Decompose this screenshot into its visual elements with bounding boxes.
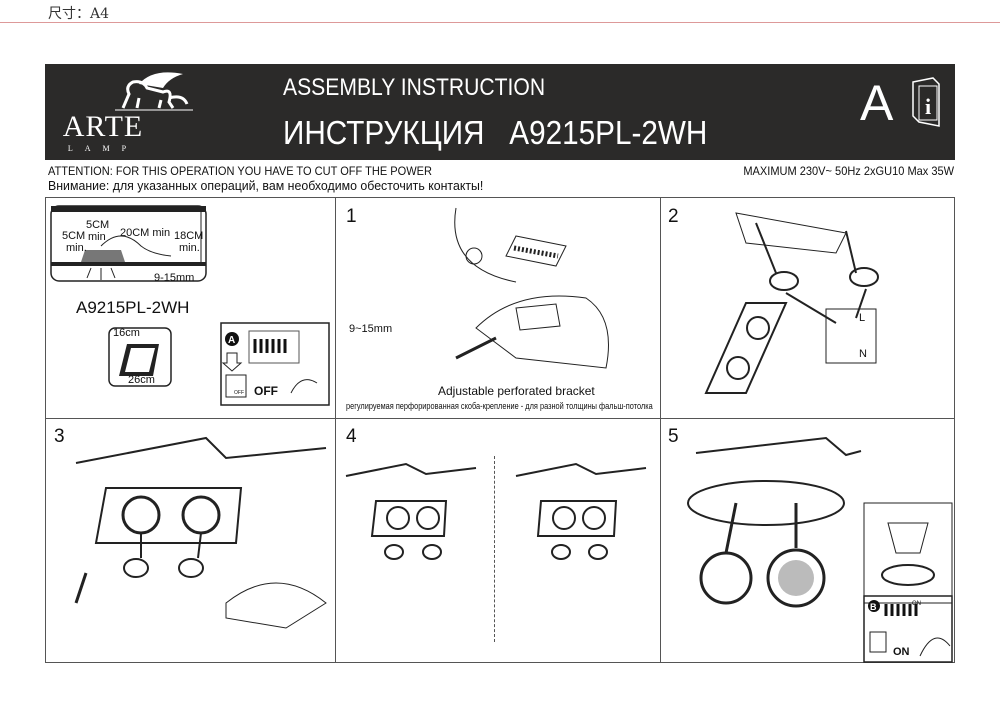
ceiling-clearance-diagram [50,205,207,282]
svg-text:i: i [925,94,931,119]
bulb-trim-inset [863,502,953,604]
header-banner: ARTE LAMP ASSEMBLY INSTRUCTION ИНСТРУКЦИ… [45,64,955,160]
attention-russian: Внимание: для указанных операций, вам не… [48,178,484,193]
power-rating: MAXIMUM 230V~ 50Hz 2xGU10 Max 35W [743,164,954,178]
power-on-step-b: B [863,595,953,663]
bracket-label-ru: регулируемая перфорированная скоба-крепл… [346,401,653,411]
svg-text:B: B [870,602,877,612]
bracket-label-en: Adjustable perforated bracket [438,384,595,398]
wiring-illustration [704,212,879,394]
winged-lion-icon [115,72,193,111]
instruction-grid: 5CM min 5CM min. 20CM min 18CM min. 9-15… [45,197,955,663]
power-off-step-a: A [220,322,330,406]
arte-lamp-logo: ARTE LAMP [53,68,193,156]
final-install-illustration [687,436,862,608]
category-letter: A [860,75,894,131]
cutout-size-icon [108,327,172,387]
bracket-illustration [454,207,609,369]
attention-english: ATTENTION: FOR THIS OPERATION YOU HAVE T… [48,164,432,178]
info-book-icon: i [912,77,940,127]
svg-text:A: A [228,335,235,346]
model-label: A9215PL-2WH [76,298,190,317]
title-english: ASSEMBLY INSTRUCTION [283,74,546,101]
lamp-insert-illustration [345,462,647,560]
page-size-label: 尺寸：A4 [48,6,110,22]
title-russian: ИНСТРУКЦИЯ A9215PL-2WH [283,114,708,151]
install-frame-illustration [74,436,327,629]
page-edge [0,22,1000,23]
